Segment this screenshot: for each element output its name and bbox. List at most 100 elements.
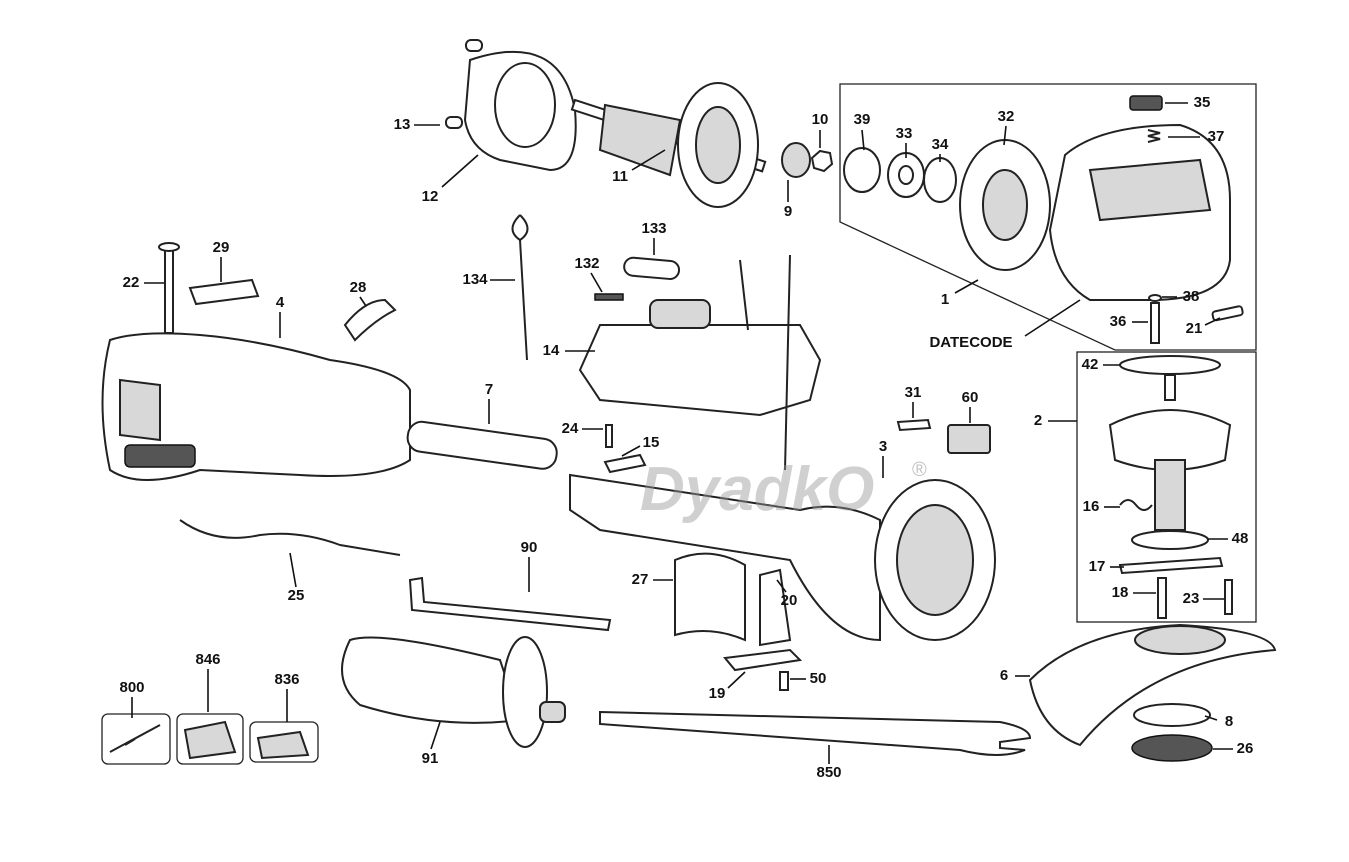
part-2-spindle bbox=[1154, 459, 1186, 531]
part-label-36: 36 bbox=[1110, 313, 1127, 330]
part-label-9: 9 bbox=[784, 203, 792, 220]
part-91-side-handle bbox=[341, 636, 522, 724]
part-7-tube bbox=[406, 420, 558, 470]
part-39-retaining-ring bbox=[843, 147, 881, 193]
part-label-24: 24 bbox=[562, 420, 579, 437]
part-11-fan-inner bbox=[695, 106, 741, 184]
part-label-18: 18 bbox=[1112, 584, 1129, 601]
leader-line-12 bbox=[441, 154, 479, 188]
part-35-button bbox=[1129, 95, 1163, 111]
part-22-head bbox=[158, 242, 180, 252]
part-2-shaft bbox=[1164, 374, 1176, 401]
part-10-nut bbox=[810, 149, 834, 173]
leader-line-1 bbox=[954, 279, 979, 294]
part-label-133: 133 bbox=[641, 220, 666, 237]
leader-line-15 bbox=[621, 445, 641, 457]
assembly-box-2 bbox=[1076, 351, 1257, 623]
part-4-rear-housing bbox=[101, 332, 411, 481]
part-label-28: 28 bbox=[350, 279, 367, 296]
part-label-6: 6 bbox=[1000, 667, 1008, 684]
part-label-21: 21 bbox=[1186, 320, 1203, 337]
part-label-850: 850 bbox=[816, 764, 841, 781]
kit-box-846 bbox=[176, 713, 244, 765]
leader-line-8 bbox=[1204, 715, 1218, 721]
part-91-end bbox=[502, 636, 548, 748]
part-label-34: 34 bbox=[932, 136, 949, 153]
watermark-registered-mark: ® bbox=[912, 459, 927, 481]
part-label-3: 3 bbox=[879, 438, 887, 455]
part-14-switch-top bbox=[649, 299, 711, 329]
part-label-60: 60 bbox=[962, 389, 979, 406]
part-19-brush-plate bbox=[723, 648, 803, 672]
part-36-pin bbox=[1150, 302, 1160, 344]
part-14-leads bbox=[739, 254, 791, 471]
part-label-836: 836 bbox=[274, 671, 299, 688]
part-846-sheet bbox=[183, 720, 237, 760]
part-label-2: 2 bbox=[1034, 412, 1042, 429]
part-label-16: 16 bbox=[1083, 498, 1100, 515]
part-800-brush-kit bbox=[109, 724, 161, 753]
part-18-screw bbox=[1157, 577, 1167, 619]
leader-line-25 bbox=[289, 552, 297, 588]
part-29-label bbox=[188, 278, 260, 306]
kit-box-800 bbox=[101, 713, 171, 765]
part-134-cable-tie bbox=[511, 214, 529, 361]
part-label-22: 22 bbox=[123, 274, 140, 291]
part-22-screw bbox=[164, 247, 174, 334]
part-label-31: 31 bbox=[905, 384, 922, 401]
kit-box-836 bbox=[249, 721, 319, 763]
part-label-11: 11 bbox=[612, 168, 628, 185]
part-15-clamp bbox=[603, 453, 647, 474]
part-13-pin-top bbox=[465, 39, 483, 52]
part-label-12: 12 bbox=[422, 188, 439, 205]
leader-lines bbox=[131, 102, 1233, 764]
part-label-datecode: DATECODE bbox=[929, 334, 1012, 351]
part-37-spring bbox=[1147, 129, 1161, 143]
part-label-35: 35 bbox=[1194, 94, 1211, 111]
part-label-19: 19 bbox=[709, 685, 726, 702]
part-17-clip bbox=[1118, 556, 1224, 575]
leader-line-20 bbox=[776, 579, 787, 593]
part-label-25: 25 bbox=[288, 587, 305, 604]
part-21-screw bbox=[1211, 305, 1244, 322]
part-label-91: 91 bbox=[422, 750, 439, 767]
part-14-switch bbox=[578, 324, 822, 417]
part-11-armature bbox=[598, 103, 682, 177]
part-label-4: 4 bbox=[276, 294, 285, 311]
part-label-37: 37 bbox=[1208, 128, 1225, 145]
part-3-front-inner bbox=[896, 504, 974, 616]
part-label-132: 132 bbox=[574, 255, 599, 272]
part-label-29: 29 bbox=[213, 239, 230, 256]
part-91-stud bbox=[539, 701, 566, 723]
part-label-15: 15 bbox=[643, 434, 660, 451]
part-label-26: 26 bbox=[1237, 740, 1254, 757]
leader-line-91 bbox=[430, 721, 441, 750]
part-133-capacitor bbox=[623, 256, 681, 280]
part-label-48: 48 bbox=[1232, 530, 1249, 547]
part-48-ring bbox=[1131, 530, 1209, 550]
assembly-box-1 bbox=[839, 83, 1257, 351]
part-label-20: 20 bbox=[781, 592, 798, 609]
part-28-pad bbox=[343, 298, 397, 342]
part-label-23: 23 bbox=[1183, 590, 1200, 607]
part-label-50: 50 bbox=[810, 670, 827, 687]
part-38-washer bbox=[1148, 294, 1162, 302]
part-label-134: 134 bbox=[462, 271, 488, 288]
part-27-field bbox=[674, 552, 746, 642]
part-16-spring bbox=[1119, 499, 1153, 511]
leader-line-28 bbox=[359, 296, 367, 307]
part-label-846: 846 bbox=[195, 651, 220, 668]
part-label-1: 1 bbox=[941, 291, 949, 308]
leader-line-39 bbox=[861, 129, 865, 151]
part-label-42: 42 bbox=[1082, 356, 1099, 373]
part-label-39: 39 bbox=[854, 111, 871, 128]
part-label-32: 32 bbox=[998, 108, 1015, 125]
part-label-27: 27 bbox=[632, 571, 649, 588]
part-25-cord bbox=[179, 519, 401, 556]
leader-line-32 bbox=[1003, 125, 1007, 146]
leader-line-19 bbox=[727, 671, 746, 689]
part-31-label bbox=[896, 418, 932, 432]
part-20-brush-holder bbox=[759, 568, 792, 647]
part-gear-case-top bbox=[1088, 158, 1212, 222]
part-label-13: 13 bbox=[394, 116, 411, 133]
